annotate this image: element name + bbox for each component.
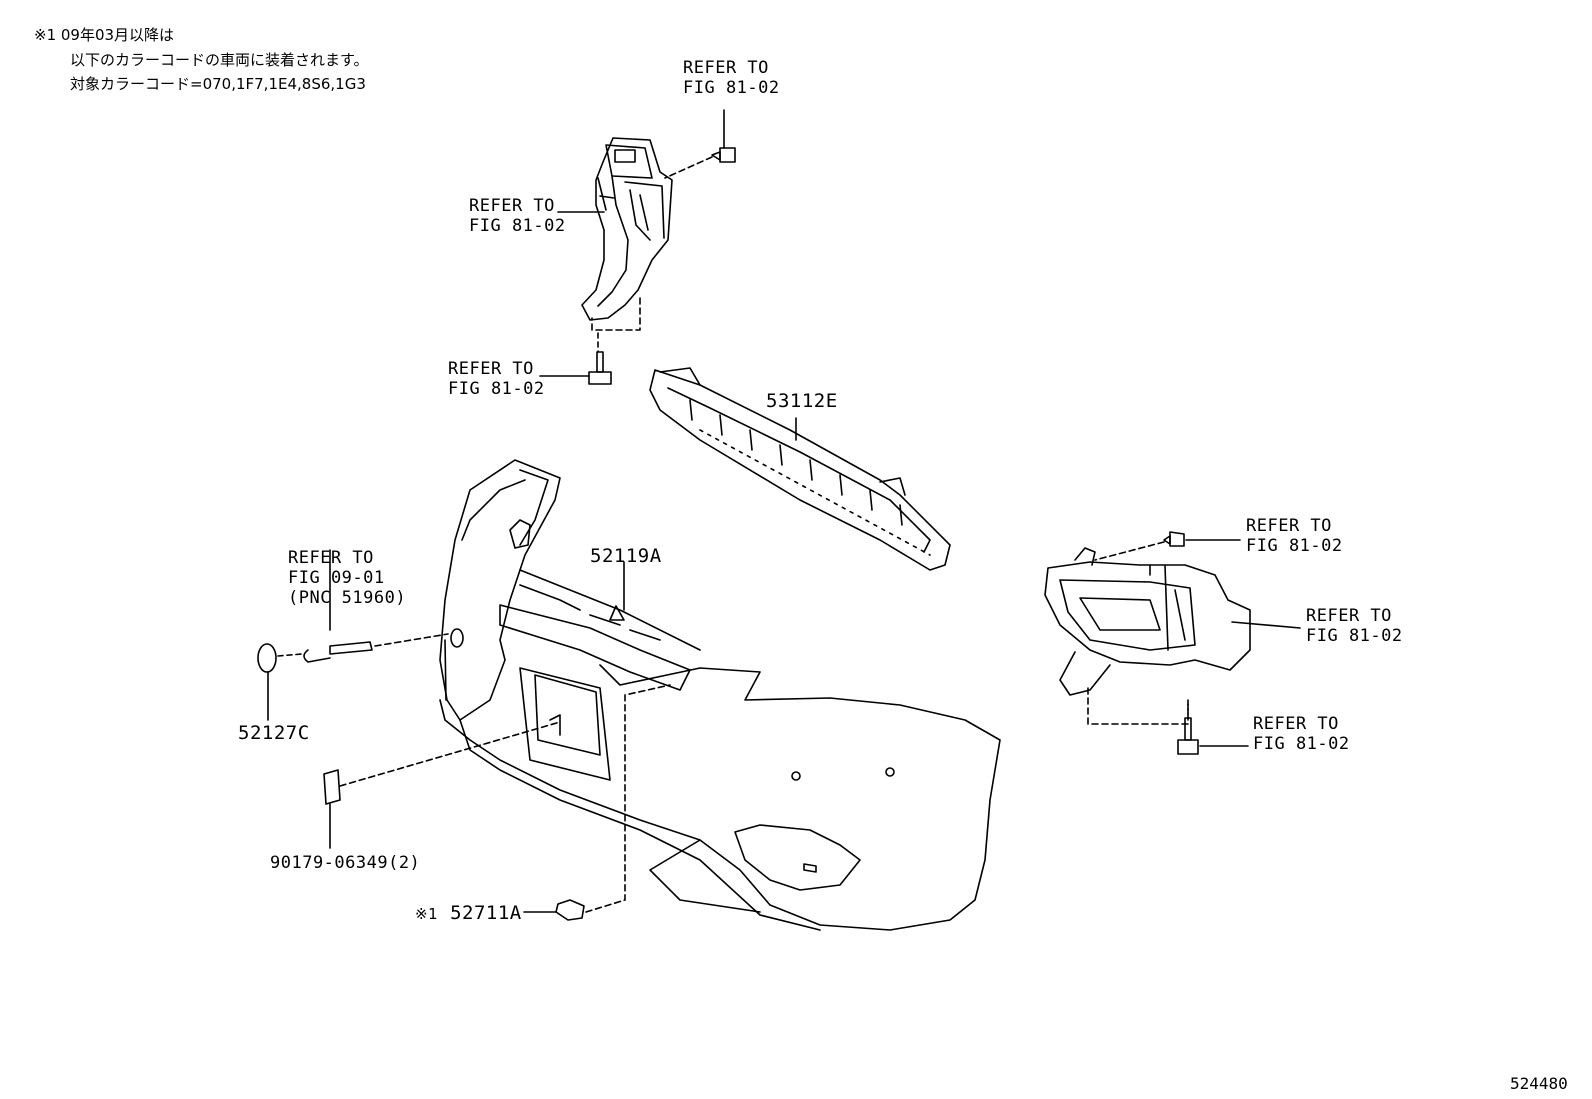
bracket-bolt-drawing bbox=[539, 332, 612, 385]
ref-fog-bolt-line-2: FIG 81-02 bbox=[1253, 734, 1350, 754]
ref-top-bolt-line-2: FIG 81-02 bbox=[683, 78, 780, 98]
tow-hook-drawing bbox=[257, 549, 449, 721]
part-grille: 53112E bbox=[766, 390, 838, 412]
retainer-drawing bbox=[523, 684, 671, 921]
ref-tow-hook: REFER TO FIG 09-01 (PNC 51960) bbox=[288, 548, 406, 608]
note-line-2: 以下のカラーコードの車両に装着されます。 bbox=[70, 51, 369, 69]
top-clip-drawing bbox=[664, 109, 736, 179]
fog-bolt-drawing bbox=[1177, 699, 1249, 755]
ref-fog-clip-line-2: FIG 81-02 bbox=[1246, 536, 1343, 556]
ref-lower-bolt-line-2: FIG 81-02 bbox=[448, 379, 545, 399]
ref-upper-bracket: REFER TO FIG 81-02 bbox=[469, 196, 566, 236]
ref-tow-hook-line-2: FIG 09-01 bbox=[288, 568, 385, 588]
note-line-1: ※1 09年03月以降は bbox=[34, 26, 175, 44]
part-nut: 90179-06349(2) bbox=[270, 853, 421, 873]
ref-upper-bracket-line-2: FIG 81-02 bbox=[469, 216, 566, 236]
grille-drawing bbox=[649, 367, 951, 571]
ref-fog-bolt: REFER TO FIG 81-02 bbox=[1253, 714, 1350, 754]
retainer-number: 52711A bbox=[450, 902, 522, 924]
ref-upper-bracket-line-1: REFER TO bbox=[469, 196, 555, 216]
retainer-mark: ※1 bbox=[415, 905, 439, 923]
ref-fog-clip-line-1: REFER TO bbox=[1246, 516, 1332, 536]
bumper-cover-drawing bbox=[439, 459, 1001, 931]
note-line-3: 対象カラーコード=070,1F7,1E4,8S6,1G3 bbox=[70, 75, 366, 93]
ref-fog-lamp-line-1: REFER TO bbox=[1306, 606, 1392, 626]
nut-drawing bbox=[323, 721, 561, 849]
ref-fog-lamp: REFER TO FIG 81-02 bbox=[1306, 606, 1403, 646]
fog-clip-drawing bbox=[1094, 531, 1241, 561]
ref-tow-hook-line-1: REFER TO bbox=[288, 548, 374, 568]
upper-bracket-drawing bbox=[581, 137, 673, 331]
part-tow-cap: 52127C bbox=[238, 722, 310, 744]
part-bumper-cover: 52119A bbox=[590, 545, 662, 567]
ref-top-bolt-line-1: REFER TO bbox=[683, 58, 769, 78]
ref-lower-bolt-line-1: REFER TO bbox=[448, 359, 534, 379]
ref-fog-clip: REFER TO FIG 81-02 bbox=[1246, 516, 1343, 556]
ref-fog-bolt-line-1: REFER TO bbox=[1253, 714, 1339, 734]
part-retainer: ※1 52711A bbox=[415, 902, 522, 925]
figure-id: 524480 bbox=[1510, 1074, 1568, 1093]
ref-lower-bolt: REFER TO FIG 81-02 bbox=[448, 359, 545, 399]
ref-tow-hook-line-3: (PNC 51960) bbox=[288, 588, 407, 608]
fog-lamp-drawing bbox=[1044, 547, 1301, 725]
ref-fog-lamp-line-2: FIG 81-02 bbox=[1306, 626, 1403, 646]
ref-top-bolt: REFER TO FIG 81-02 bbox=[683, 58, 780, 98]
